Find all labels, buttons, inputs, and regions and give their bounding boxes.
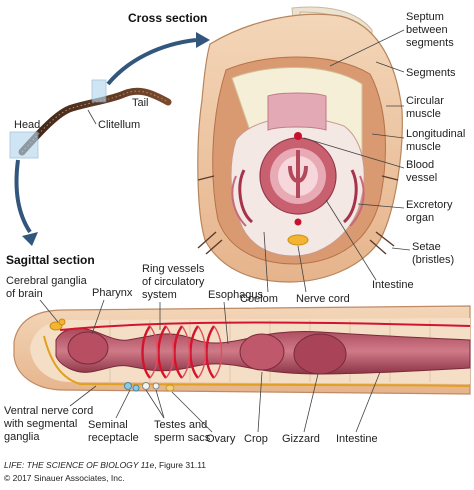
- label-blood-vessel-1: Blood: [406, 159, 434, 171]
- label-ventral-nerve-cord-1: Ventral nerve cord: [4, 405, 93, 417]
- leader-blood-vessel: [303, 137, 405, 169]
- leader-crop: [257, 371, 263, 433]
- leader-testes: [145, 389, 165, 419]
- label-setae-2: (bristles): [412, 254, 454, 266]
- label-circular-muscle-1: Circular: [406, 95, 444, 107]
- cross-section-plane: [91, 79, 107, 103]
- label-longitudinal-muscle-1: Longitudinal: [406, 128, 465, 140]
- label-seminal-receptacle-1: Seminal: [88, 419, 128, 431]
- caption-copyright: © 2017 Sinauer Associates, Inc.: [4, 473, 125, 483]
- label-ventral-nerve-cord-2: with segmental: [3, 418, 77, 430]
- label-gizzard: Gizzard: [282, 433, 320, 445]
- leader-seminal-receptacle: [115, 389, 131, 419]
- cross-section: [197, 6, 403, 283]
- label-esophagus: Esophagus: [208, 289, 264, 301]
- label-septum-line-1: Septum: [406, 11, 444, 23]
- heading-sagittal-section: Sagittal section: [6, 253, 95, 267]
- label-intestine-cross: Intestine: [372, 279, 414, 291]
- leader-setae: [391, 247, 411, 251]
- label-cerebral-ganglia-1: Cerebral ganglia: [6, 275, 88, 287]
- arrow-head-cross: [196, 32, 210, 48]
- leader-clitellum: [87, 109, 97, 125]
- leader-gizzard: [303, 373, 319, 433]
- label-coelom: Coelom: [240, 293, 278, 305]
- leader-nerve-cord: [297, 245, 307, 293]
- label-testes-1: Testes and: [154, 419, 207, 431]
- leader-coelom: [263, 231, 269, 293]
- label-circular-muscle-2: muscle: [406, 108, 441, 120]
- label-cerebral-ganglia-2: of brain: [6, 288, 43, 300]
- label-ring-vessels-3: system: [142, 289, 177, 301]
- label-clitellum: Clitellum: [98, 119, 140, 131]
- label-septum-line-3: segments: [406, 37, 454, 49]
- leader-pharynx: [91, 299, 105, 335]
- label-ring-vessels-2: of circulatory: [142, 276, 205, 288]
- caption-title: LIFE: THE SCIENCE OF BIOLOGY 11e, Figure…: [4, 460, 206, 470]
- label-head: Head: [14, 119, 40, 131]
- label-pharynx: Pharynx: [92, 287, 133, 299]
- label-nerve-cord: Nerve cord: [296, 293, 350, 305]
- label-crop: Crop: [244, 433, 268, 445]
- label-seminal-receptacle-2: receptacle: [88, 432, 139, 444]
- leader-segments: [375, 61, 405, 73]
- head-section-plane: [9, 131, 39, 159]
- heading-cross-section: Cross section: [128, 11, 207, 25]
- leader-septum: [329, 29, 405, 67]
- leader-sperm-sacs: [155, 389, 165, 419]
- label-blood-vessel-2: vessel: [406, 172, 437, 184]
- label-ventral-nerve-cord-3: ganglia: [4, 431, 40, 443]
- label-setae-1: Setae: [412, 241, 441, 253]
- leader-intestine-sagittal: [355, 371, 381, 433]
- label-intestine-sagittal: Intestine: [336, 433, 378, 445]
- label-segments: Segments: [406, 67, 456, 79]
- arrow-head-sagittal: [22, 232, 38, 246]
- leader-cerebral-ganglia: [39, 299, 59, 323]
- sagittal-section: [13, 305, 471, 395]
- leader-intestine-cross: [325, 199, 377, 281]
- leader-longitudinal-muscle: [371, 133, 405, 139]
- leader-ventral-nerve-cord: [69, 385, 97, 407]
- label-longitudinal-muscle-2: muscle: [406, 141, 441, 153]
- leader-ovary: [171, 391, 213, 433]
- arrow-to-cross-section: [106, 38, 197, 86]
- label-ovary: Ovary: [206, 433, 236, 445]
- arrow-to-sagittal: [14, 159, 32, 234]
- label-excretory-organ-1: Excretory: [406, 199, 453, 211]
- leader-excretory-organ: [357, 203, 405, 209]
- label-tail: Tail: [132, 97, 149, 109]
- label-septum-line-2: between: [406, 24, 448, 36]
- label-testes-2: sperm sacs: [154, 432, 211, 444]
- label-excretory-organ-2: organ: [406, 212, 434, 224]
- leader-esophagus: [223, 301, 229, 345]
- label-septum: Septum between segments: [406, 11, 454, 49]
- caption-figure: , Figure 31.11: [154, 460, 206, 470]
- label-ring-vessels-1: Ring vessels: [142, 263, 205, 275]
- caption-book: LIFE: THE SCIENCE OF BIOLOGY 11e: [4, 460, 154, 470]
